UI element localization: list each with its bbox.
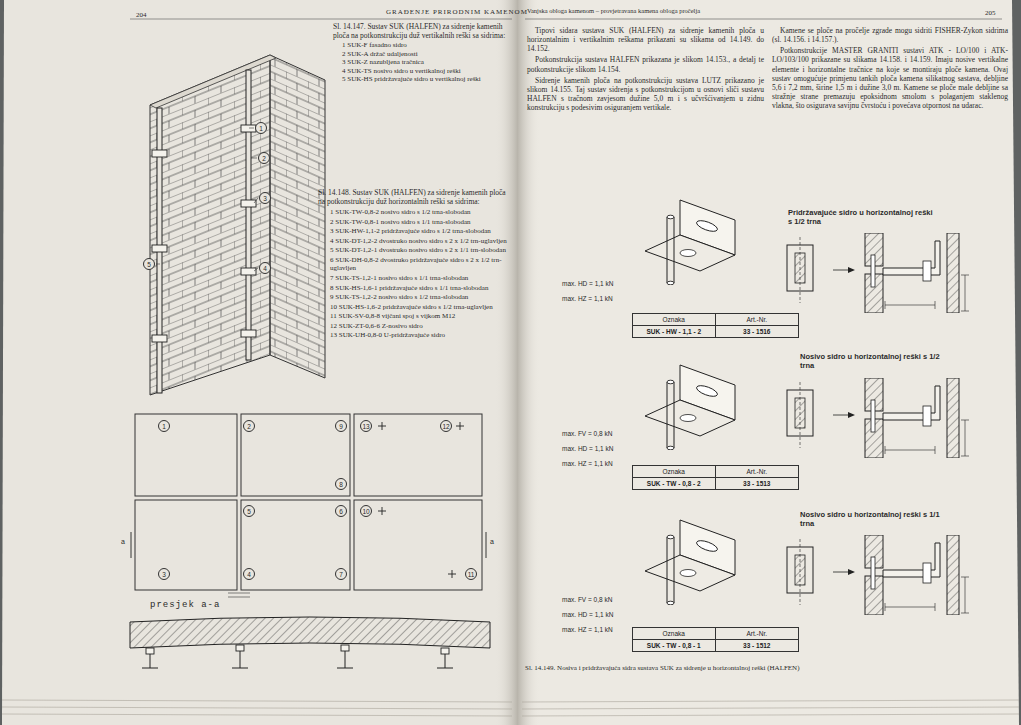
force-value: max. FV = 0,8 kN — [562, 430, 612, 438]
body-paragraph: Sidrenje kamenih ploča na potkonstrukcij… — [527, 76, 764, 113]
callout-number: 2 — [243, 420, 255, 432]
table-cell: Art.-Nr. — [716, 466, 799, 478]
callout-number: 6 — [335, 505, 347, 517]
list-item: 11 SUK-SV-0,8-8 vijčani spoj s vijkom M1… — [330, 312, 512, 321]
table-cell: SUK - TW - 0,8 - 1 — [633, 640, 716, 651]
list-item: 4 SUK-DT-1,2-2 dvostruko nosivo sidro s … — [330, 237, 512, 246]
list-item: 3 SUK-HW-1,1-2 pridržavajuće sidro s 1/2… — [330, 227, 512, 236]
detail-title: Nosivo sidro u horizontalnoj reški s 1/2… — [800, 352, 950, 370]
table-cell: 33 - 1513 — [716, 478, 799, 489]
running-head: Vanjska obloga kamenom – provjetravana k… — [527, 7, 700, 15]
running-head: GRAĐENJE PRIRODNIM KAMENOM — [386, 8, 528, 16]
table-cell: Oznaka — [633, 314, 716, 326]
callout-number: 13 — [360, 420, 372, 432]
force-value: max. HD = 1,1 kN — [562, 280, 613, 288]
callout-number: 4 — [243, 568, 255, 580]
callout-number: 4 — [259, 262, 271, 274]
callout-number: 9 — [335, 420, 347, 432]
list-item: 1 SUK-F fasadno sidro — [342, 41, 512, 50]
designation-table: OznakaArt.-Nr.SUK - TW - 0,8 - 133 - 151… — [632, 627, 799, 652]
table-cell: Art.-Nr. — [716, 314, 799, 326]
callout-number: 8 — [335, 478, 347, 490]
list-item: 5 SUK-HS pridržavajuće sidro u vertikaln… — [342, 75, 512, 84]
figure-caption: Sl. 14.149. Nosiva i pridržavajuća sidra… — [525, 664, 1010, 673]
page-number: 204 — [136, 11, 147, 20]
detail-title: Pridržavajuće sidro u horizontalnoj rešk… — [788, 208, 938, 226]
list-item: 6 SUK-DH-0,8-2 dvostruko pridržavajuće s… — [330, 256, 512, 273]
callout-number: 10 — [360, 505, 372, 517]
callout-number: 12 — [440, 420, 452, 432]
table-cell: SUK - TW - 0,8 - 2 — [633, 478, 716, 489]
dimension-mark: a — [490, 538, 494, 546]
page-number: 205 — [985, 9, 996, 18]
list-item: 1 SUK-TW-0,8-2 nosivo sidro s 1/2 trna-s… — [330, 208, 512, 217]
list-item: 2 SUK-TW-0,8-1 nosivo sidro s 1/1 trna-s… — [330, 218, 512, 227]
force-value: max. HD = 1,1 kN — [562, 611, 613, 619]
figure-caption: Sl. 14.148. Sustav SUK (HALFEN) za sidre… — [318, 188, 510, 206]
callout-number: 1 — [158, 420, 170, 432]
table-cell: Oznaka — [633, 466, 716, 478]
list-item: 7 SUK-TS-1,2-1 nosivo sidro s 1/1 trna-s… — [330, 274, 512, 283]
list-item: 9 SUK-TS-1,2-2 nosivo sidro s 1/2 trna-s… — [330, 293, 512, 302]
body-paragraph: Potkonstrukcija sustava HALFEN prikazana… — [527, 55, 764, 73]
callout-number: 3 — [259, 192, 271, 204]
section-label: presjek a-a — [150, 600, 220, 611]
dimension-mark: a — [121, 538, 125, 546]
figure-caption: Sl. 14.147. Sustav SUK (HALFEN) za sidre… — [333, 22, 511, 40]
callout-number: 5 — [143, 258, 155, 270]
callout-number: 7 — [335, 568, 347, 580]
list-item: 5 SUK-DT-1,2-1 dvostruko nosivo sidro s … — [330, 246, 512, 255]
list-item: 2 SUK-A držač udaljenosti — [342, 50, 512, 59]
table-cell: SUK - HW - 1,1 - 2 — [633, 326, 716, 337]
body-paragraph: Potkonstrukcije MASTER GRANITI sustavi A… — [772, 46, 1008, 110]
body-paragraph: Kamene se ploče na pročelje zgrade mogu … — [772, 26, 1008, 44]
body-paragraph: Tipovi sidara sustava SUK (HALFEN) za si… — [527, 26, 764, 53]
list-item: 4 SUK-TS nosivo sidro u vertikalnoj rešk… — [342, 67, 512, 76]
force-value: max. HZ = 1,1 kN — [562, 295, 613, 303]
force-value: max. HZ = 1,1 kN — [562, 626, 613, 634]
list-item: 3 SUK-Z nazubljena tračnica — [342, 58, 512, 67]
force-value: max. HD = 1,1 kN — [562, 445, 613, 453]
callout-number: 2 — [258, 152, 270, 164]
list-item: 10 SUK-HS-1,6-2 pridržavajuće sidro s 1/… — [330, 303, 512, 312]
table-cell: 33 - 1516 — [716, 326, 799, 337]
designation-table: OznakaArt.-Nr.SUK - TW - 0,8 - 233 - 151… — [632, 465, 799, 490]
detail-title: Nosivo sidro u horizontalnoj reški s 1/1… — [800, 510, 950, 528]
force-value: max. HZ = 1,1 kN — [562, 460, 613, 468]
table-cell: Oznaka — [633, 628, 716, 640]
callout-number: 1 — [255, 122, 267, 134]
list-item: 8 SUK-HS-1,6-1 pridržavajuće sidro s 1/1… — [330, 284, 512, 293]
list-item: 12 SUK-ZT-0,6-6 Z-nosivo sidro — [330, 322, 512, 331]
list-item: 13 SUK-UH-0,8-0 U-pridržavajuće sidro — [330, 331, 512, 340]
table-cell: Art.-Nr. — [716, 628, 799, 640]
designation-table: OznakaArt.-Nr.SUK - HW - 1,1 - 233 - 151… — [632, 313, 799, 338]
callout-number: 11 — [465, 568, 477, 580]
callout-number: 5 — [243, 505, 255, 517]
callout-number: 3 — [158, 568, 170, 580]
force-value: max. FV = 0,8 kN — [562, 596, 612, 604]
table-cell: 33 - 1512 — [716, 640, 799, 651]
